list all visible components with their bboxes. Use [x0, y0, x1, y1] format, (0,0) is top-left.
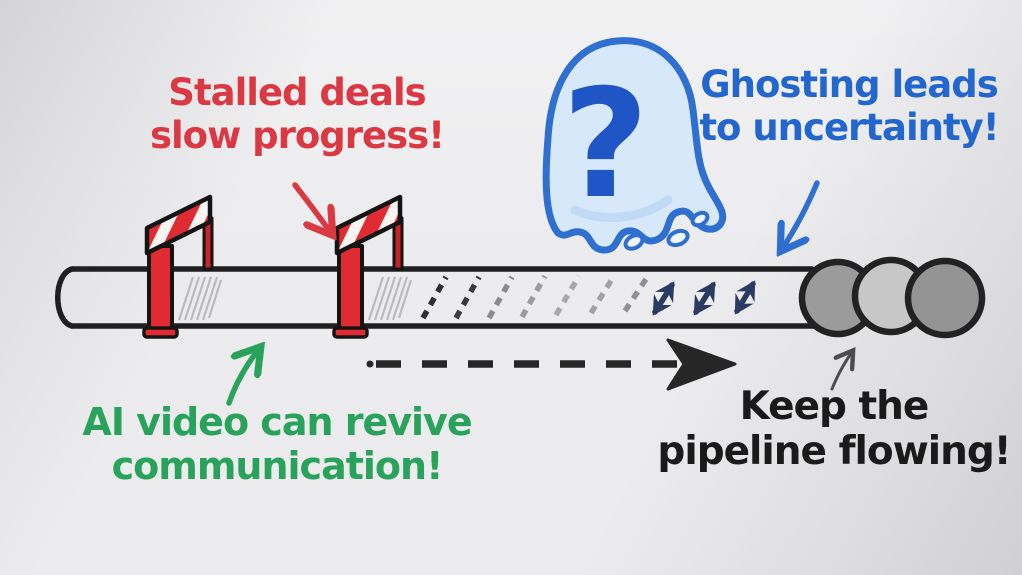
stalled-deals-note: Stalled deals slow progress! [149, 71, 445, 158]
keep-flowing-line1: Keep the [739, 384, 930, 429]
barrier-shadow-hatch-2 [367, 276, 413, 321]
ai-video-note: AI video can revive communication! [82, 400, 472, 489]
keep-flowing-note: Keep the pipeline flowing! [657, 384, 1011, 475]
dashed-flow-arrow [366, 338, 737, 391]
stalled-deals-line2: slow progress! [149, 113, 445, 157]
barrier-shadow-hatch-1 [177, 276, 223, 321]
pipe-left-cap [55, 266, 75, 329]
roadblock-barrier-2 [332, 194, 404, 339]
stalled-arrow [292, 182, 331, 233]
ghosting-arrow [782, 180, 820, 249]
deal-circle-3 [904, 257, 986, 339]
stalled-deals-line1: Stalled deals [168, 71, 426, 114]
ai-video-line2: communication! [111, 444, 444, 489]
ghosting-line1: Ghosting leads [700, 63, 998, 106]
fading-flow-dashes [420, 274, 651, 320]
ghosting-line2: to uncertainty! [699, 105, 999, 149]
revive-arrow [226, 349, 259, 406]
ghost-icon: ? [542, 37, 727, 254]
uncertainty-bounce-arrows [652, 280, 756, 316]
ghosting-note: Ghosting leads to uncertainty! [699, 63, 999, 150]
deal-circles [798, 256, 986, 339]
flowing-arrow [830, 352, 852, 391]
roadblock-barrier-1 [142, 194, 214, 339]
keep-flowing-line2: pipeline flowing! [657, 429, 1011, 475]
ai-video-line1: AI video can revive [82, 400, 472, 444]
ghost-droplets [623, 210, 710, 251]
pipeline-tube [55, 266, 821, 329]
question-mark-glyph: ? [562, 58, 649, 232]
